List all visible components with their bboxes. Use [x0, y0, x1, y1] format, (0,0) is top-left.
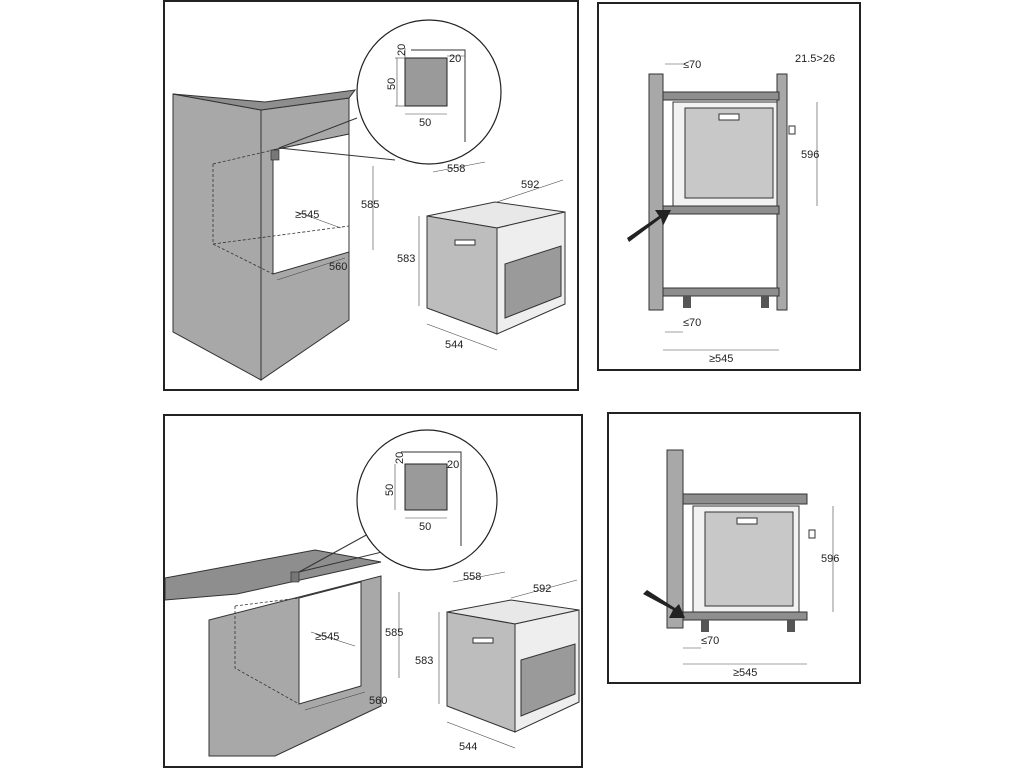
foot-right: [787, 620, 795, 632]
inset-bottom-50: 50: [419, 117, 431, 129]
oven-handle: [472, 637, 494, 644]
vent-detail: [404, 57, 448, 107]
oven-front-depth: 544: [445, 339, 463, 351]
oven-height: 583: [397, 253, 415, 265]
under-counter-side-view-panel: 596 ≤70 ≥545: [607, 412, 861, 684]
under-counter-side-view-diagram: 596 ≤70 ≥545: [643, 449, 839, 679]
vent-marker: [270, 149, 280, 161]
oven-window: [520, 643, 576, 717]
inset-side-50: 50: [386, 78, 398, 90]
tall-cabinet-diagram: 20 20 50 50 ≥545 585 560 558 592 583 544: [172, 19, 566, 381]
vent-marker: [290, 571, 300, 583]
top-shelf: [662, 91, 780, 101]
under-counter-diagram: 20 20 50 50 ≥545 585 560 558 592 583 544: [165, 429, 580, 757]
oven-window: [504, 245, 562, 319]
gap-bottom-label: ≤70: [701, 635, 719, 647]
cabinet-width: 560: [369, 695, 387, 707]
oven-front-depth: 544: [459, 741, 477, 753]
oven-handle: [736, 517, 758, 525]
arrow-icon: [643, 590, 685, 618]
inset-bottom-50: 50: [419, 521, 431, 533]
tall-side-view-diagram: ≤70 21.5>26 596 ≤70 ≥545: [627, 53, 835, 365]
inset-right-20: 20: [449, 53, 461, 65]
countertop-edge: [682, 493, 808, 505]
arrow-icon: [627, 210, 671, 242]
oven-handle: [454, 239, 476, 246]
oven-door: [684, 107, 774, 199]
base-shelf: [682, 611, 808, 621]
inset-right-20: 20: [447, 459, 459, 471]
tall-side-view-panel: ≤70 21.5>26 596 ≤70 ≥545: [597, 2, 861, 371]
height-label: 596: [821, 553, 839, 565]
side-wall-right: [776, 73, 788, 311]
depth-label: ≥545: [709, 353, 733, 365]
foot-left: [701, 620, 709, 632]
middle-shelf: [662, 205, 780, 215]
gap-top-label: ≤70: [683, 59, 701, 71]
cabinet-depth: ≥545: [295, 209, 319, 221]
rear-connector: [788, 125, 796, 135]
oven-height: 583: [415, 655, 433, 667]
countertop: [165, 549, 382, 601]
cabinet-width: 560: [329, 261, 347, 273]
height-label: 596: [801, 149, 819, 161]
oven-width: 592: [533, 583, 551, 595]
cabinet-height: 585: [385, 627, 403, 639]
oven-depth: 558: [447, 163, 465, 175]
vent-detail: [404, 463, 448, 511]
oven-handle: [718, 113, 740, 121]
under-counter-panel: 20 20 50 50 ≥545 585 560 558 592 583 544: [163, 414, 583, 768]
oven-door: [704, 511, 794, 607]
side-wall-left: [648, 73, 664, 311]
tall-cabinet-panel: 20 20 50 50 ≥545 585 560 558 592 583 544: [163, 0, 579, 391]
inset-top-20: 20: [394, 452, 406, 464]
cabinet-left-face: [172, 93, 262, 381]
cabinet-height: 585: [361, 199, 379, 211]
oven-width: 592: [521, 179, 539, 191]
cabinet-top: [172, 89, 357, 111]
foot-left: [683, 296, 691, 308]
inset-side-50: 50: [384, 484, 396, 496]
oven-depth: 558: [463, 571, 481, 583]
cabinet-opening: [272, 133, 350, 275]
gap-right-label: 21.5>26: [795, 53, 835, 65]
cabinet-opening: [298, 581, 362, 705]
gap-bottom-label: ≤70: [683, 317, 701, 329]
oven-side: [426, 215, 498, 335]
rear-connector: [808, 529, 816, 539]
depth-label: ≥545: [733, 667, 757, 679]
oven-side: [446, 611, 516, 733]
side-wall-left: [666, 449, 684, 629]
cabinet-depth: ≥545: [315, 631, 339, 643]
foot-right: [761, 296, 769, 308]
base-shelf: [662, 287, 780, 297]
inset-top-20: 20: [396, 44, 408, 56]
